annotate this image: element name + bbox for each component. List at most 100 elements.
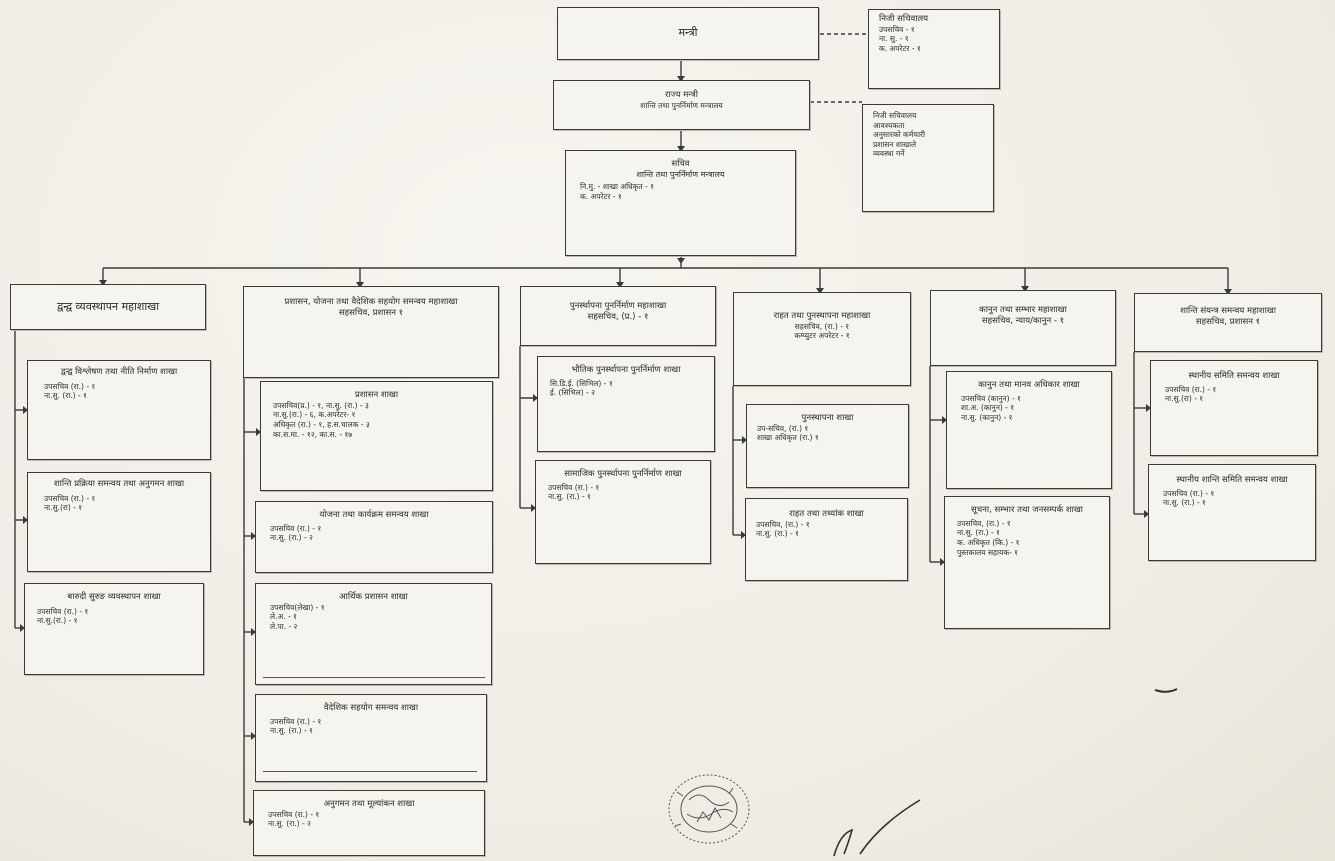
division-sub: कम्प्युटर अपरेटर - १	[794, 331, 850, 341]
underline	[263, 771, 477, 772]
section-row: क. अधिकृत (कि.) - १	[957, 538, 1020, 548]
minister-title: मन्त्री	[678, 26, 698, 40]
minister-box: मन्त्री	[557, 7, 819, 60]
underline	[263, 677, 485, 678]
division-box: प्रशासन, योजना तथा वैदेशिक सहयोग समन्वय …	[243, 286, 499, 378]
section-title: स्थानीय शान्ति समिति समन्वय शाखा	[1176, 475, 1288, 485]
official-seal	[668, 774, 750, 844]
section-row: पुस्तकालय सहायक- १	[957, 547, 1019, 557]
division-title: शान्ति संयन्त्र समन्वय महाशाखा	[1180, 306, 1276, 316]
section-title: शान्ति प्रक्रिया समन्वय तथा अनुगमन शाखा	[53, 479, 185, 489]
section-box: योजना तथा कार्यक्रम समन्वय शाखा उपसचिव (…	[255, 501, 493, 573]
section-box: अनुगमन तथा मूल्यांकन शाखा उपसचिव (रा.) -…	[253, 790, 485, 856]
division-title: राहत तथा पुनस्थापना महाशाखा	[773, 311, 871, 321]
section-row: ना.सु.(रा.) - १	[37, 616, 78, 626]
section-row: सि.डि.ई. (सिभिल) - १	[550, 378, 613, 388]
section-box: राहत तथा तथ्यांक शाखा उपसचिव, (रा.) - १ …	[745, 498, 908, 581]
section-row: उपसचिव (रा.) - १	[1163, 488, 1215, 498]
section-title: पुनस्थापना शाखा	[801, 413, 854, 423]
division-box: पुनर्स्थापना पुनर्निर्माण महाशाखा सहसचिव…	[520, 286, 716, 346]
signature	[833, 799, 921, 857]
section-box: स्थानीय शान्ति समिति समन्वय शाखा उपसचिव …	[1148, 464, 1316, 561]
section-box: सूचना, सम्भार तथा जनसम्पर्क शाखा उपसचिव,…	[944, 496, 1110, 629]
section-title: स्थानीय समिति समन्वय शाखा	[1188, 371, 1280, 381]
section-row: ले.पा. - २	[270, 622, 298, 632]
division-title: पुनर्स्थापना पुनर्निर्माण महाशाखा	[569, 301, 667, 311]
division-box: कानुन तथा सम्भार महाशाखा सहसचिव, न्याय/क…	[930, 290, 1116, 366]
section-row: अधिकृत (रा.) - १, ह.स.चालक - ३	[273, 420, 370, 430]
division-box: शान्ति संयन्त्र समन्वय महाशाखा सहसचिव, प…	[1134, 293, 1322, 352]
section-row: ना.सु. (रा.) - २	[268, 819, 311, 829]
secretary-row: क. अपरेटर - १	[580, 191, 622, 201]
section-row: उपसचिव, (रा.) - १	[756, 519, 810, 529]
state-secretariat-line: प्रशासन शाखाले	[873, 139, 917, 149]
section-row: उप-सचिव, (रा.) १	[757, 423, 809, 433]
minister-secretariat-line: क. अपरेटर - १	[879, 44, 921, 54]
section-row: उपसचिव (रा.) - १	[268, 809, 320, 819]
section-box: भौतिक पुनर्स्थापना पुनर्निर्माण शाखा सि.…	[537, 356, 715, 452]
division-sub: सहसचिव, न्याय/कानुन - १	[981, 315, 1065, 326]
section-row: उपसचिव (रा.) - १	[1165, 384, 1217, 394]
section-row: उपसचिव, (रा.) - १	[957, 518, 1011, 528]
section-row: ना.सु. (रा.) - १	[957, 528, 1000, 538]
section-title: सामाजिक पुनर्स्थापना पुनर्निर्माण शाखा	[564, 469, 682, 479]
section-row: ना.सु. (रा.) - १	[44, 391, 87, 401]
state-secretariat-line: व्यवस्था गर्ने	[873, 149, 905, 159]
secretary-box: सचिव शान्ति तथा पुनर्निर्माण मन्त्रालय न…	[565, 150, 796, 256]
state-secretariat-line: आवश्यकता	[873, 120, 905, 130]
section-box: द्वन्द्व विश्लेषण तथा नीति निर्माण शाखा …	[27, 360, 211, 460]
state-secretariat-line: निजी सचिवालय	[873, 111, 917, 120]
division-sub: सहसचिव, (रा.) - १	[794, 321, 850, 331]
section-row: का.स.मा. - १२, का.स. - १७	[273, 429, 353, 439]
section-row: शा.अ. (कानुन) - १	[961, 403, 1015, 413]
section-row: ना.सु. (रा.) - १	[270, 726, 313, 736]
section-row: उपसचिव (कानुन) - १	[961, 393, 1021, 403]
secretary-row: नि.मु. - शाखा अधिकृत - १	[580, 182, 655, 192]
section-box: आर्थिक प्रशासन शाखा उपसचिव(लेखा) - १ ले.…	[255, 583, 492, 685]
section-row: ना.सु. (कानुन) - १	[961, 413, 1013, 423]
section-row: उपसचिव(लेखा) - १	[270, 602, 325, 612]
minister-secretariat-box: निजी सचिवालय उपसचिव - १ ना. सु. - १ क. अ…	[868, 9, 1000, 89]
section-title: राहत तथा तथ्यांक शाखा	[789, 509, 864, 519]
division-sub: सहसचिव, प्रशासन १	[1195, 316, 1261, 327]
section-title: कानुन तथा मानव अधिकार शाखा	[978, 380, 1080, 390]
section-box: सामाजिक पुनर्स्थापना पुनर्निर्माण शाखा उ…	[535, 460, 711, 564]
division-sub: सहसचिव, प्रशासन १	[338, 307, 404, 318]
section-title: प्रशासन शाखा	[354, 390, 399, 400]
section-title: वैदेशिक सहयोग समन्वय शाखा	[323, 703, 419, 713]
section-row: उपसचिव (रा.) - १	[44, 493, 96, 503]
section-row: ना.सु.(रा) - १	[44, 503, 83, 513]
division-title: द्वन्द्व व्यवस्थापन महाशाखा	[56, 299, 160, 313]
section-row: शाखा अधिकृत (रा.) १	[757, 433, 819, 443]
secretary-title: सचिव	[671, 159, 690, 169]
division-title: कानुन तथा सम्भार महाशाखा	[979, 305, 1067, 315]
section-row: उपसचिव (रा.) - १	[548, 482, 600, 492]
section-title: अनुगमन तथा मूल्यांकन शाखा	[323, 799, 415, 809]
section-row: ना.सु. (रा.) - १	[756, 529, 799, 539]
minister-secretariat-line: ना. सु. - १	[879, 34, 909, 44]
section-title: सूचना, सम्भार तथा जनसम्पर्क शाखा	[971, 505, 1083, 515]
section-row: ना.सु.(रा.) - ६, क.अपरेटर- १	[273, 410, 356, 420]
section-row: ना.सु.(रा) - १	[1165, 394, 1204, 404]
section-row: उपसचिव (रा.) - १	[270, 523, 322, 533]
state-minister-secretariat-box: निजी सचिवालय आवश्यकता अनुसारको कर्मचारी …	[862, 104, 994, 212]
section-row: उपसचिव(प्र.) - १, ना.सु. (रा.) - ३	[273, 400, 369, 410]
state-minister-sub: शान्ति तथा पुनर्निर्माण मन्त्रालय	[640, 100, 723, 110]
section-row: उपसचिव (रा.) - १	[37, 606, 89, 616]
section-box: कानुन तथा मानव अधिकार शाखा उपसचिव (कानुन…	[946, 371, 1112, 489]
division-title: प्रशासन, योजना तथा वैदेशिक सहयोग समन्वय …	[284, 297, 458, 307]
section-box: वैदेशिक सहयोग समन्वय शाखा उपसचिव (रा.) -…	[255, 694, 487, 782]
section-title: भौतिक पुनर्स्थापना पुनर्निर्माण शाखा	[571, 365, 681, 375]
section-title: आर्थिक प्रशासन शाखा	[339, 592, 408, 602]
minister-secretariat-line: उपसचिव - १	[879, 24, 915, 34]
secretary-sub: शान्ति तथा पुनर्निर्माण मन्त्रालय	[636, 169, 725, 179]
minister-secretariat-line: निजी सचिवालय	[879, 14, 929, 24]
section-row: ई. (सिभिल) - २	[550, 388, 595, 398]
section-box: स्थानीय समिति समन्वय शाखा उपसचिव (रा.) -…	[1150, 360, 1318, 456]
section-row: ना.सु. (रा.) - १	[1163, 498, 1206, 508]
section-title: बारुदी सुरुङ व्यवस्थापन शाखा	[67, 592, 161, 602]
section-row: उपसचिव (रा.) - १	[44, 381, 96, 391]
state-minister-box: राज्य मन्त्री शान्ति तथा पुनर्निर्माण मन…	[553, 80, 810, 130]
section-box: पुनस्थापना शाखा उप-सचिव, (रा.) १ शाखा अध…	[746, 404, 909, 488]
